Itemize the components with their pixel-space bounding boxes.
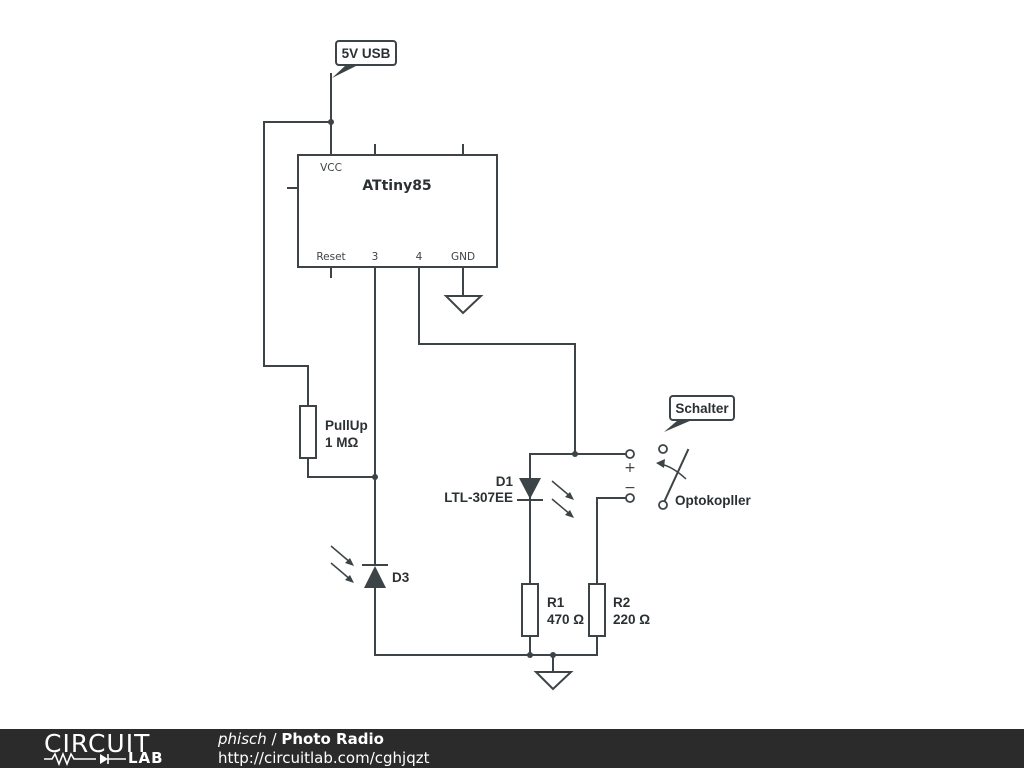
optocoupler-switch: Optokopller [656, 444, 751, 510]
d1-name: D1 [496, 474, 514, 489]
schematic-credit: phisch / Photo Radio [218, 730, 384, 749]
r2-value: 220 Ω [613, 612, 650, 627]
circuitlab-logo-text: CIRCUIT [44, 729, 151, 758]
d3-name: D3 [392, 570, 410, 585]
pullup-name: PullUp [325, 418, 368, 433]
r2-name: R2 [613, 595, 630, 610]
wires [263, 73, 627, 673]
attiny85-chip: ATtiny85 VCC Reset 3 4 GND [287, 144, 498, 278]
author-name[interactable]: phisch [218, 730, 267, 748]
plus-sign: + [624, 460, 636, 476]
pin-reset-label: Reset [316, 251, 345, 263]
d1-part: LTL-307EE [444, 490, 513, 505]
switch-label-text: Schalter [675, 401, 729, 416]
r1-value: 470 Ω [547, 612, 584, 627]
pin-vcc-label: VCC [320, 162, 342, 174]
optocoupler-input-terminals: + − [624, 449, 636, 503]
schematic-url-link[interactable]: http://circuitlab.com/cghjqzt [218, 749, 430, 767]
circuitlab-logo-lab: LAB [128, 749, 164, 767]
pin-gnd-label: GND [451, 251, 475, 263]
circuitlab-footer: CIRCUIT LAB phisch / Photo Radio http://… [0, 729, 1024, 768]
chip-name: ATtiny85 [362, 178, 431, 194]
resistor-diode-logo-icon [44, 751, 126, 767]
ground-symbol-chip [443, 295, 484, 315]
switch-label-schalter: Schalter [664, 395, 735, 432]
junctions [328, 119, 578, 658]
credit-separator: / [266, 730, 282, 748]
pin-3-label: 3 [372, 251, 379, 263]
optocoupler-label: Optokopller [675, 493, 751, 508]
r1-resistor: R1 470 Ω [521, 583, 584, 637]
pullup-resistor: PullUp 1 MΩ [299, 405, 368, 459]
ground-symbol-main [533, 671, 574, 691]
r1-name: R1 [547, 595, 565, 610]
schematic-title[interactable]: Photo Radio [281, 730, 384, 748]
pullup-value: 1 MΩ [325, 435, 359, 450]
supply-label-text: 5V USB [342, 46, 391, 61]
minus-sign: − [624, 480, 636, 496]
d3-photodiode: D3 [330, 545, 410, 588]
d1-led: D1 LTL-307EE [444, 474, 574, 518]
pin-4-label: 4 [416, 251, 423, 263]
circuit-schematic: 5V USB [263, 40, 751, 691]
supply-label-5v-usb: 5V USB [332, 40, 397, 78]
r2-resistor: R2 220 Ω [588, 583, 650, 637]
